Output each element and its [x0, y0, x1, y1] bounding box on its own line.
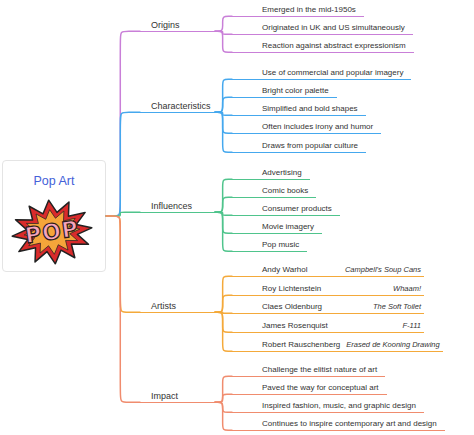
leaf-topic: Reaction against abstract expressionism	[232, 41, 414, 53]
branch-connector	[215, 16, 232, 31]
branch-topic: Origins	[140, 19, 215, 32]
branch-label: Characteristics	[151, 101, 211, 111]
branch-label: Impact	[151, 391, 178, 401]
branch-connector	[215, 197, 232, 212]
burst-inner	[22, 207, 82, 257]
leaf-topic: Originated in UK and US simultaneously	[232, 23, 413, 35]
leaf-text: Pop music	[262, 240, 299, 249]
leaf-topic: Bright color palette	[232, 86, 337, 98]
branch-connector	[215, 179, 232, 212]
leaf-topic: Comic books	[232, 186, 316, 198]
branch-connector	[215, 295, 232, 312]
root-topic-box: Pop Art	[2, 160, 106, 272]
leaf-text: Paved the way for conceptual art	[262, 383, 379, 392]
branch-connector	[215, 212, 232, 233]
leaf-text: Continues to inspire contemporary art an…	[262, 419, 437, 428]
leaf-text: Movie imagery	[262, 222, 314, 231]
leaf-topic: Use of commercial and popular imagery	[232, 68, 411, 80]
branch-connector	[215, 97, 232, 112]
leaf-topic: James Rosenquist F-111	[232, 321, 424, 333]
leaf-topic: Emerged in the mid-1950s	[232, 5, 364, 17]
leaf-text: Simplified and bold shapes	[262, 104, 358, 113]
leaf-topic: Roy Lichtenstein Whaam!	[232, 284, 424, 296]
root-title: Pop Art	[3, 174, 105, 188]
branch-topic: Artists	[140, 300, 215, 313]
branch-connector	[215, 312, 232, 351]
branch-connector	[215, 402, 232, 430]
leaf-text: Originated in UK and US simultaneously	[262, 23, 405, 32]
artwork-title: The Soft Toilet	[373, 302, 421, 312]
leaf-text: Reaction against abstract expressionism	[262, 41, 406, 50]
leaf-topic: Claes Oldenburg The Soft Toilet	[232, 302, 424, 314]
leaf-topic: Continues to inspire contemporary art an…	[232, 419, 445, 431]
branch-connector	[215, 402, 232, 412]
illustration-text: POP	[24, 216, 81, 248]
branch-connector	[215, 312, 232, 313]
branch-connector	[215, 212, 232, 251]
branch-connector	[215, 31, 232, 52]
branch-topic: Impact	[140, 390, 215, 403]
artist-name: Robert Rauschenberg	[262, 340, 340, 350]
branch-connector	[215, 276, 232, 312]
branch-connector	[106, 212, 140, 216]
leaf-text: Often includes irony and humor	[262, 122, 373, 131]
branch-label: Origins	[151, 20, 180, 30]
leaf-topic: Draws from popular culture	[232, 141, 366, 153]
branch-connector	[215, 112, 232, 115]
branch-connector	[215, 394, 232, 402]
leaf-topic: Simplified and bold shapes	[232, 104, 366, 116]
branch-label: Influences	[151, 201, 192, 211]
branch-connector	[215, 112, 232, 152]
branch-connector	[106, 216, 140, 312]
branch-connector	[106, 112, 140, 216]
leaf-text: Emerged in the mid-1950s	[262, 5, 356, 14]
branch-topic: Influences	[140, 200, 215, 213]
leaf-text: Bright color palette	[262, 86, 329, 95]
leaf-text: Use of commercial and popular imagery	[262, 68, 403, 77]
artist-name: Claes Oldenburg	[262, 302, 322, 312]
branch-connector	[215, 112, 232, 133]
artist-name: Roy Lichtenstein	[262, 284, 321, 294]
branch-label: Artists	[151, 301, 176, 311]
leaf-topic: Inspired fashion, music, and graphic des…	[232, 401, 424, 413]
leaf-topic: Challenge the elitist nature of art	[232, 365, 385, 377]
branch-connector	[215, 312, 232, 332]
leaf-topic: Andy Warhol Campbell's Soup Cans	[232, 265, 424, 277]
leaf-topic: Often includes irony and humor	[232, 122, 381, 134]
leaf-topic: Robert Rauschenberg Erased de Kooning Dra…	[232, 340, 443, 352]
leaf-topic: Pop music	[232, 240, 307, 252]
branch-connector	[106, 31, 140, 216]
artist-name: James Rosenquist	[262, 321, 328, 331]
leaf-text: Challenge the elitist nature of art	[262, 365, 377, 374]
leaf-topic: Movie imagery	[232, 222, 322, 234]
leaf-text: Comic books	[262, 186, 308, 195]
branch-topic: Characteristics	[140, 100, 215, 113]
artwork-title: Erased de Kooning Drawing	[346, 340, 439, 350]
artwork-title: F-111	[403, 321, 421, 331]
branch-connector	[215, 212, 232, 215]
burst-outer	[9, 196, 95, 268]
leaf-text: Advertising	[262, 168, 302, 177]
branch-connector	[106, 216, 140, 402]
comic-burst	[9, 196, 95, 268]
artwork-title: Campbell's Soup Cans	[345, 265, 421, 275]
artwork-title: Whaam!	[393, 284, 421, 294]
leaf-topic: Consumer products	[232, 204, 340, 216]
leaf-text: Inspired fashion, music, and graphic des…	[262, 401, 416, 410]
leaf-text: Draws from popular culture	[262, 141, 358, 150]
leaf-text: Consumer products	[262, 204, 332, 213]
branch-connector	[215, 31, 232, 34]
artist-name: Andy Warhol	[262, 265, 308, 275]
leaf-topic: Paved the way for conceptual art	[232, 383, 387, 395]
branch-connector	[215, 376, 232, 402]
leaf-topic: Advertising	[232, 168, 310, 180]
branch-connector	[215, 79, 232, 112]
